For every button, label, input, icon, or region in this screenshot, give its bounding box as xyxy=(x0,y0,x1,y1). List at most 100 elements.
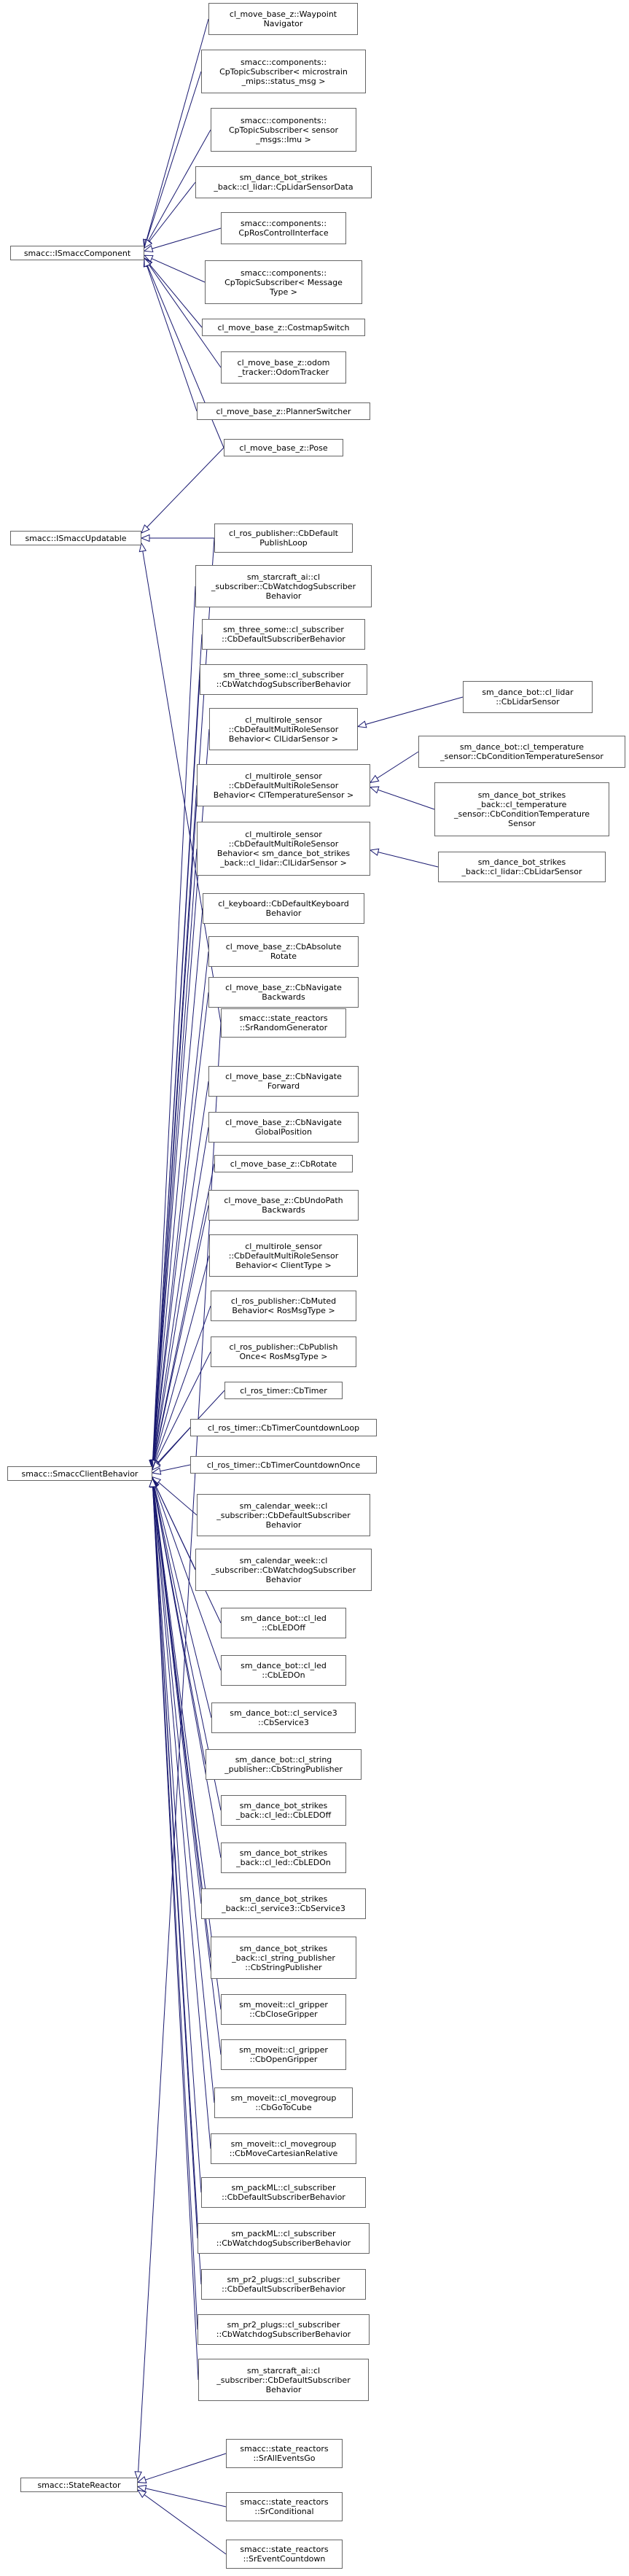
starcraft-watchdog-behavior-node[interactable]: sm_starcraft_ai::cl _subscriber::CbWatch… xyxy=(195,565,372,607)
inheritance-edge-planner-switcher-to-ismacccomponent xyxy=(144,257,198,412)
statereactor-node[interactable]: smacc::StateReactor xyxy=(20,2478,138,2492)
strikes-condition-temperature-node[interactable]: sm_dance_bot_strikes _back::cl_temperatu… xyxy=(434,782,609,836)
publish-once-behavior-node[interactable]: cl_ros_publisher::CbPublish Once< RosMsg… xyxy=(211,1336,356,1367)
dance-service3-behavior-node[interactable]: sm_dance_bot::cl_service3 ::CbService3 xyxy=(211,1703,356,1733)
navigate-backwards-behavior-node[interactable]: cl_move_base_z::CbNavigate Backwards xyxy=(208,977,359,1008)
lidar-sensor-data-node[interactable]: sm_dance_bot_strikes _back::cl_lidar::Cp… xyxy=(195,166,372,198)
inheritance-edge-status-msg-subscriber-to-ismacccomponent xyxy=(144,71,202,249)
inheritance-edge-packml-default-behavior-to-smaccclientbehavior xyxy=(152,1478,202,2193)
inheritance-edge-all-events-go-reactor-to-statereactor xyxy=(137,2453,227,2483)
pr2-watchdog-behavior-node[interactable]: sm_pr2_plugs::cl_subscriber ::CbWatchdog… xyxy=(198,2314,370,2345)
inheritance-edge-dance-service3-behavior-to-smaccclientbehavior xyxy=(152,1478,212,1719)
pose-node[interactable]: cl_move_base_z::Pose xyxy=(224,439,343,456)
pr2-default-behavior-node[interactable]: sm_pr2_plugs::cl_subscriber ::CbDefaultS… xyxy=(201,2269,366,2300)
inheritance-edge-pr2-default-behavior-to-smaccclientbehavior xyxy=(152,1478,202,2285)
navigate-global-behavior-node[interactable]: cl_move_base_z::CbNavigate GlobalPositio… xyxy=(208,1112,359,1143)
inheritance-edge-lidar-sensor-data-to-ismacccomponent xyxy=(144,182,196,249)
smaccclientbehavior-node[interactable]: smacc::SmaccClientBehavior xyxy=(7,1466,152,1481)
inheritance-edge-event-countdown-reactor-to-statereactor-arrowhead xyxy=(136,2489,147,2499)
inheritance-edge-message-type-subscriber-to-ismacccomponent xyxy=(144,254,206,283)
muted-behavior-node[interactable]: cl_ros_publisher::CbMuted Behavior< RosM… xyxy=(211,1291,356,1321)
dance-lidar-sensor-node[interactable]: sm_dance_bot::cl_lidar ::CbLidarSensor xyxy=(463,681,593,713)
move-cartesian-behavior-node[interactable]: sm_moveit::cl_movegroup ::CbMoveCartesia… xyxy=(211,2133,356,2164)
strikes-service3-behavior-node[interactable]: sm_dance_bot_strikes _back::cl_service3:… xyxy=(201,1888,366,1919)
strikes-led-on-behavior-node[interactable]: sm_dance_bot_strikes _back::cl_led::CbLE… xyxy=(221,1842,346,1873)
inheritance-edge-pose-to-ismacccomponent-arrowhead xyxy=(144,257,152,268)
rotate-behavior-node[interactable]: cl_move_base_z::CbRotate xyxy=(214,1155,353,1172)
inheritance-edge-keyboard-behavior-to-smaccclientbehavior xyxy=(152,908,203,1469)
inheritance-edge-calendar-default-behavior-to-smaccclientbehavior xyxy=(152,1476,198,1516)
three-some-default-behavior-node[interactable]: sm_three_some::cl_subscriber ::CbDefault… xyxy=(202,619,365,650)
inheritance-edge-multirole-temperature-behavior-to-smaccclientbehavior xyxy=(152,785,198,1469)
calendar-watchdog-behavior-node[interactable]: sm_calendar_week::cl _subscriber::CbWatc… xyxy=(195,1549,372,1591)
calendar-default-behavior-node[interactable]: sm_calendar_week::cl _subscriber::CbDefa… xyxy=(197,1494,370,1536)
inheritance-edge-all-events-go-reactor-to-statereactor-arrowhead xyxy=(136,2476,147,2483)
inheritance-edge-lidar-sensor-data-to-ismacccomponent-arrowhead xyxy=(144,238,153,249)
status-msg-subscriber-node[interactable]: smacc::components:: CpTopicSubscriber< m… xyxy=(201,50,366,93)
strikes-led-off-behavior-node[interactable]: sm_dance_bot_strikes _back::cl_led::CbLE… xyxy=(221,1795,346,1826)
absolute-rotate-behavior-node[interactable]: cl_move_base_z::CbAbsolute Rotate xyxy=(208,936,359,967)
imu-subscriber-node[interactable]: smacc::components:: CpTopicSubscriber< s… xyxy=(211,108,356,152)
timer-behavior-node[interactable]: cl_ros_timer::CbTimer xyxy=(224,1382,343,1399)
costmap-switch-node[interactable]: cl_move_base_z::CostmapSwitch xyxy=(202,319,365,336)
open-gripper-behavior-node[interactable]: sm_moveit::cl_gripper ::CbOpenGripper xyxy=(221,2039,346,2070)
inheritance-edge-move-cartesian-behavior-to-smaccclientbehavior xyxy=(152,1478,211,2149)
random-generator-node[interactable]: smacc::state_reactors ::SrRandomGenerato… xyxy=(221,1008,346,1038)
all-events-go-reactor-node[interactable]: smacc::state_reactors ::SrAllEventsGo xyxy=(226,2439,343,2468)
multirole-temperature-behavior-node[interactable]: cl_multirole_sensor ::CbDefaultMultiRole… xyxy=(197,764,370,806)
inheritance-edge-random-generator-to-ismaccupdatable xyxy=(141,542,222,1024)
inheritance-edge-publish-once-behavior-to-smaccclientbehavior xyxy=(152,1351,211,1469)
inheritance-edge-message-type-subscriber-to-ismacccomponent-arrowhead xyxy=(143,254,154,262)
ismacccomponent-node[interactable]: smacc::ISmaccComponent xyxy=(10,246,144,260)
publish-loop-node[interactable]: cl_ros_publisher::CbDefault PublishLoop xyxy=(214,524,353,553)
keyboard-behavior-node[interactable]: cl_keyboard::CbDefaultKeyboard Behavior xyxy=(203,893,364,924)
dance-string-publisher-behavior-node[interactable]: sm_dance_bot::cl_string _publisher::CbSt… xyxy=(206,1749,362,1780)
conditional-reactor-node[interactable]: smacc::state_reactors ::SrConditional xyxy=(226,2492,343,2521)
dance-led-on-behavior-node[interactable]: sm_dance_bot::cl_led ::CbLEDOn xyxy=(221,1655,346,1686)
multirole-strikes-lidar-behavior-node[interactable]: cl_multirole_sensor ::CbDefaultMultiRole… xyxy=(197,822,370,876)
inheritance-edge-rotate-behavior-to-smaccclientbehavior xyxy=(152,1163,215,1469)
message-type-subscriber-node[interactable]: smacc::components:: CpTopicSubscriber< M… xyxy=(205,260,362,304)
planner-switcher-node[interactable]: cl_move_base_z::PlannerSwitcher xyxy=(197,402,370,420)
odom-tracker-node[interactable]: cl_move_base_z::odom _tracker::OdomTrack… xyxy=(221,351,346,384)
timer-countdown-once-node[interactable]: cl_ros_timer::CbTimerCountdownOnce xyxy=(190,1456,377,1474)
multirole-clienttype-behavior-node[interactable]: cl_multirole_sensor ::CbDefaultMultiRole… xyxy=(209,1234,358,1277)
waypoint-navigator-node[interactable]: cl_move_base_z::Waypoint Navigator xyxy=(208,3,358,35)
goto-cube-behavior-node[interactable]: sm_moveit::cl_movegroup ::CbGoToCube xyxy=(214,2087,353,2118)
dance-led-off-behavior-node[interactable]: sm_dance_bot::cl_led ::CbLEDOff xyxy=(221,1608,346,1638)
ismaccupdatable-node[interactable]: smacc::ISmaccUpdatable xyxy=(10,531,141,545)
close-gripper-behavior-node[interactable]: sm_moveit::cl_gripper ::CbCloseGripper xyxy=(221,1994,346,2025)
inheritance-edge-open-gripper-behavior-to-smaccclientbehavior xyxy=(152,1478,222,2055)
inheritance-edge-undo-path-behavior-to-smaccclientbehavior xyxy=(152,1205,209,1469)
navigate-forward-behavior-node[interactable]: cl_move_base_z::CbNavigate Forward xyxy=(208,1066,359,1097)
dance-condition-temperature-node[interactable]: sm_dance_bot::cl_temperature _sensor::Cb… xyxy=(418,736,625,768)
inheritance-edge-dance-condition-temperature-to-multirole-temperature-behavior-arrowhead xyxy=(369,774,380,784)
timer-countdown-loop-node[interactable]: cl_ros_timer::CbTimerCountdownLoop xyxy=(190,1419,377,1436)
inheritance-edge-dance-led-off-behavior-to-smaccclientbehavior xyxy=(152,1478,222,1624)
inheritance-edge-strikes-lidar-sensor-to-multirole-strikes-lidar-behavior-arrowhead xyxy=(369,848,380,856)
packml-watchdog-behavior-node[interactable]: sm_packML::cl_subscriber ::CbWatchdogSub… xyxy=(198,2223,370,2254)
three-some-watchdog-behavior-node[interactable]: sm_three_some::cl_subscriber ::CbWatchdo… xyxy=(200,664,367,695)
inheritance-edge-waypoint-navigator-to-ismacccomponent xyxy=(144,18,209,249)
inheritance-edge-random-generator-to-statereactor-arrowhead xyxy=(134,2471,142,2481)
inheritance-edge-dance-led-on-behavior-to-smaccclientbehavior xyxy=(152,1478,222,1671)
undo-path-behavior-node[interactable]: cl_move_base_z::CbUndoPath Backwards xyxy=(208,1190,359,1221)
inheritance-edge-event-countdown-reactor-to-statereactor xyxy=(137,2489,227,2555)
inheritance-edge-dance-lidar-sensor-to-multirole-lidar-behavior xyxy=(357,696,464,727)
packml-default-behavior-node[interactable]: sm_packML::cl_subscriber ::CbDefaultSubs… xyxy=(201,2177,366,2208)
inheritance-edge-pose-to-ismaccupdatable-arrowhead xyxy=(141,524,150,534)
strikes-lidar-sensor-node[interactable]: sm_dance_bot_strikes _back::cl_lidar::Cb… xyxy=(438,852,606,882)
multirole-lidar-behavior-node[interactable]: cl_multirole_sensor ::CbDefaultMultiRole… xyxy=(209,708,358,750)
inheritance-edge-timer-countdown-loop-to-smaccclientbehavior-arrowhead xyxy=(152,1460,161,1471)
inheritance-edge-navigate-global-behavior-to-smaccclientbehavior xyxy=(152,1126,209,1469)
inheritance-edge-timer-countdown-once-to-smaccclientbehavior-arrowhead xyxy=(151,1467,162,1475)
inheritance-edge-imu-subscriber-to-ismacccomponent xyxy=(144,129,211,249)
starcraft-default-behavior-node[interactable]: sm_starcraft_ai::cl _subscriber::CbDefau… xyxy=(198,2359,369,2401)
strikes-string-publisher-behavior-node[interactable]: sm_dance_bot_strikes _back::cl_string_pu… xyxy=(211,1937,356,1979)
ros-control-interface-node[interactable]: smacc::components:: CpRosControlInterfac… xyxy=(221,212,346,244)
event-countdown-reactor-node[interactable]: smacc::state_reactors ::SrEventCountdown xyxy=(226,2540,343,2569)
inheritance-edge-strikes-lidar-sensor-to-multirole-strikes-lidar-behavior xyxy=(370,849,439,868)
inheritance-edge-multirole-clienttype-behavior-to-smaccclientbehavior xyxy=(152,1255,210,1469)
